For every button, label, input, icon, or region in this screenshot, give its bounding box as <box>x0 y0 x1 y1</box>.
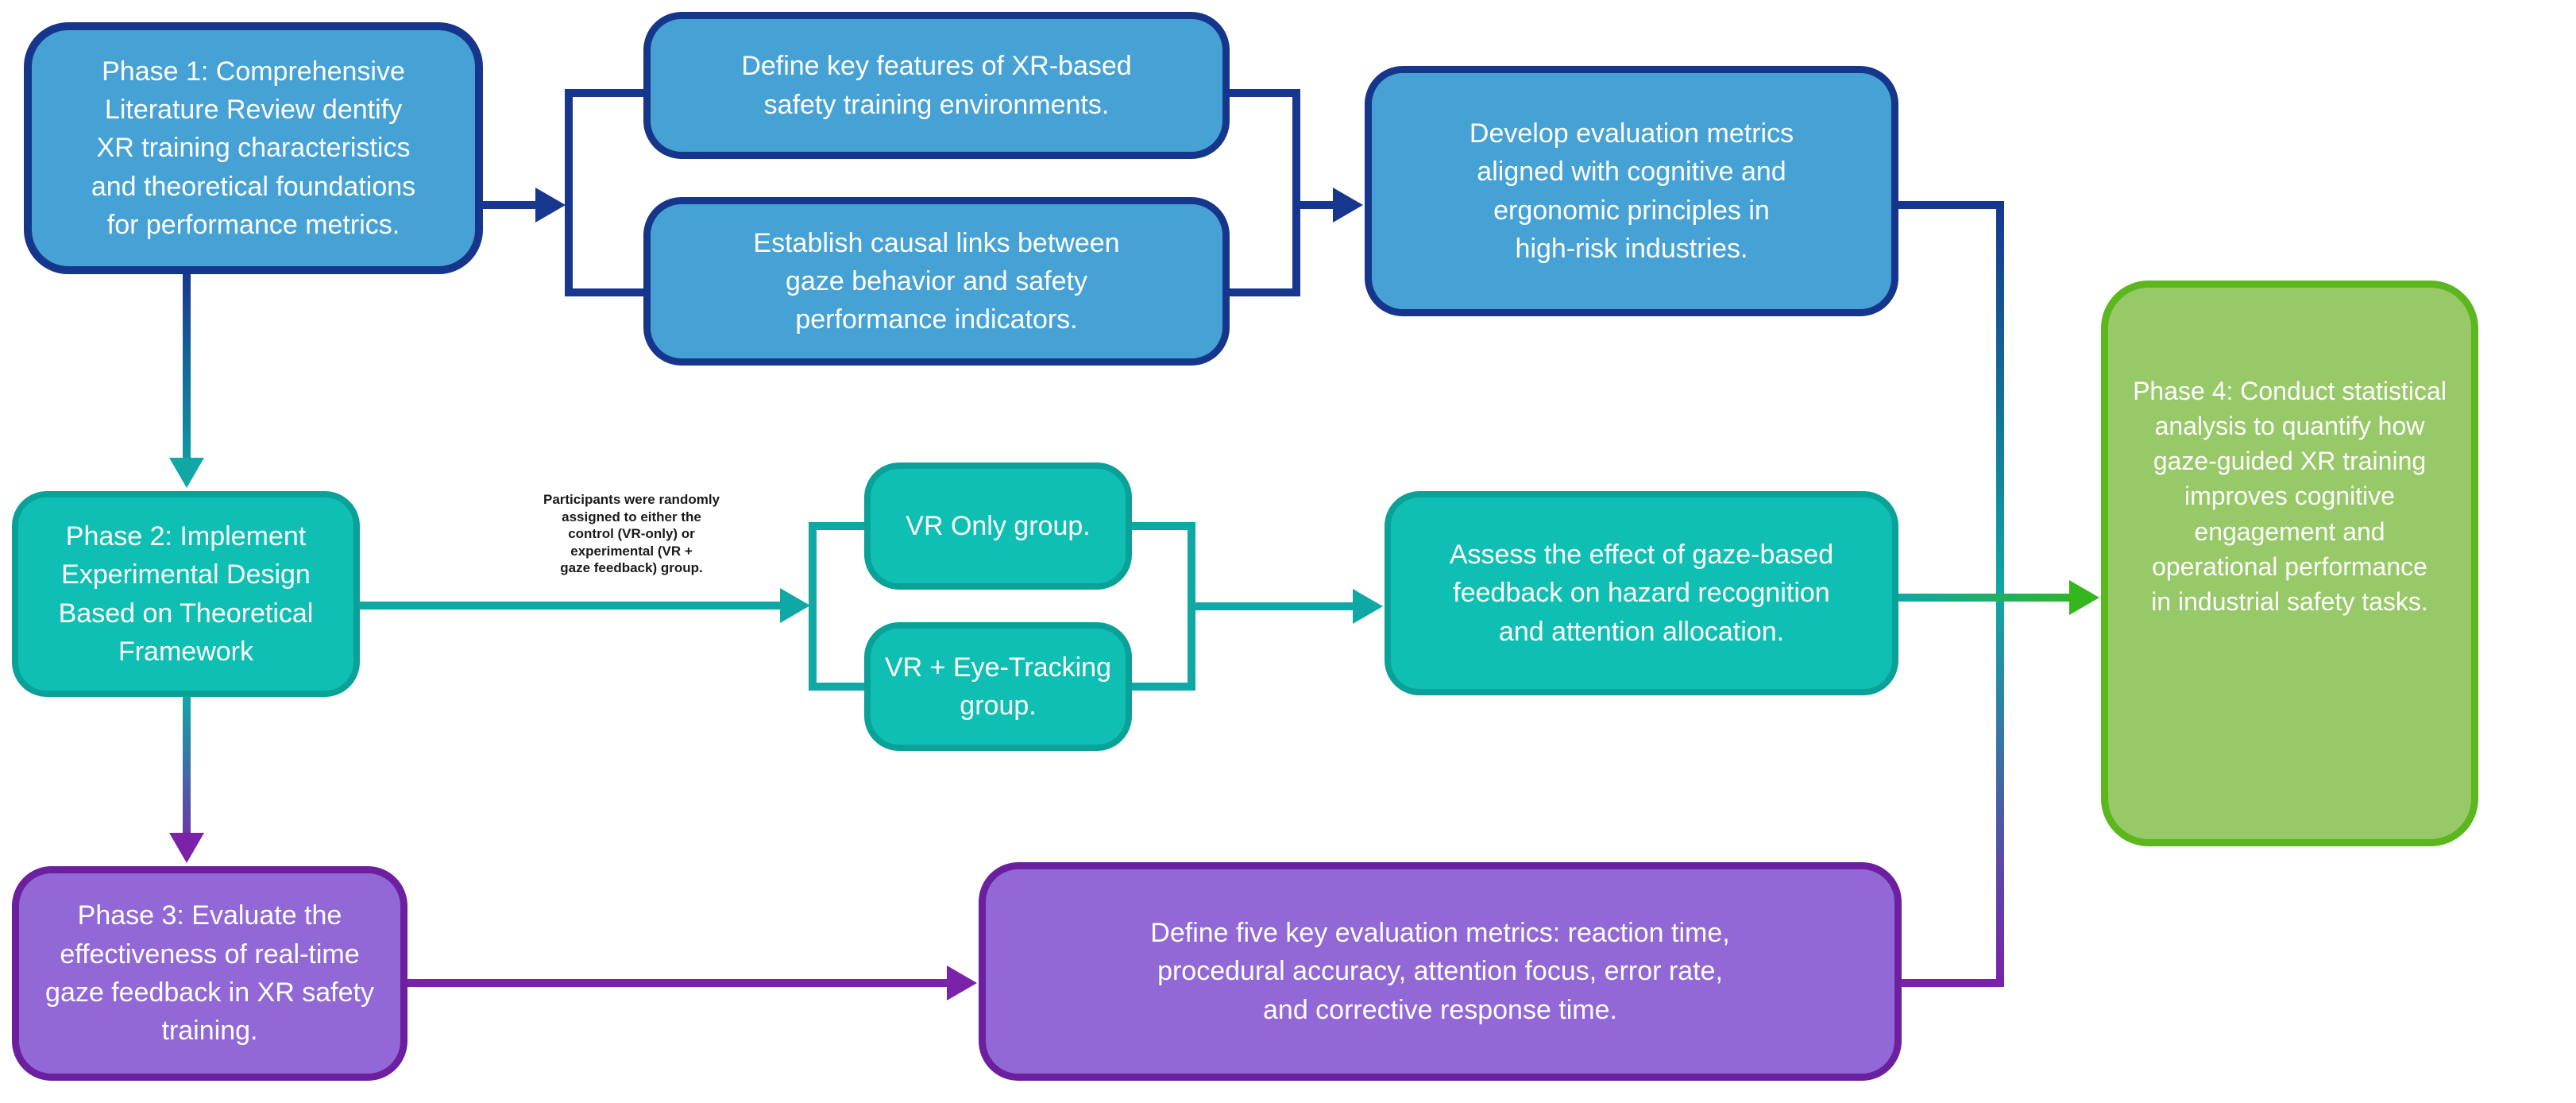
define-five-metrics-label: Define five key evaluation metrics: reac… <box>1150 918 1730 1025</box>
vr-eye-tracking-node: VR + Eye-Tracking group. <box>864 622 1132 751</box>
phase2-node: Phase 2: Implement Experimental Design B… <box>12 491 360 697</box>
vr-eye-tracking-label: VR + Eye-Tracking group. <box>885 652 1111 721</box>
assess-effect-label: Assess the effect of gaze-based feedback… <box>1449 540 1834 647</box>
branch-blue-split <box>565 89 643 296</box>
assess-effect-node: Assess the effect of gaze-based feedback… <box>1385 491 1898 695</box>
define-five-metrics-node: Define five key evaluation metrics: reac… <box>979 862 1902 1081</box>
random-assignment-annotation: Participants were randomly assigned to e… <box>512 475 751 593</box>
phase3-node: Phase 3: Evaluate the effectiveness of r… <box>12 866 407 1081</box>
arrowhead-vr-branch <box>780 588 810 623</box>
arrowhead-phase2 <box>169 458 204 488</box>
vr-only-label: VR Only group. <box>906 510 1091 541</box>
branch-blue-merge <box>1230 89 1300 296</box>
phase4-label: Phase 4: Conduct statistical analysis to… <box>2133 377 2447 616</box>
arrowhead-definefive <box>947 966 977 1000</box>
develop-metrics-label: Develop evaluation metrics aligned with … <box>1469 118 1794 264</box>
vr-only-node: VR Only group. <box>864 462 1132 590</box>
develop-metrics-node: Develop evaluation metrics aligned with … <box>1365 66 1898 316</box>
phase1-label: Phase 1: Comprehensive Literature Review… <box>91 56 416 240</box>
phase2-label: Phase 2: Implement Experimental Design B… <box>58 521 314 667</box>
establish-links-label: Establish causal links between gaze beha… <box>753 227 1120 335</box>
branch-teal-merge <box>1132 522 1195 691</box>
branch-teal-split <box>809 522 864 691</box>
arrowhead-phase1-branch <box>535 188 566 223</box>
arrowhead-phase3 <box>169 833 204 863</box>
phase4-node: Phase 4: Conduct statistical analysis to… <box>2101 281 2478 846</box>
establish-links-node: Establish causal links between gaze beha… <box>643 197 1230 366</box>
phase3-label: Phase 3: Evaluate the effectiveness of r… <box>45 900 374 1047</box>
arrowhead-phase4 <box>2069 580 2099 615</box>
arrowhead-assess <box>1353 589 1383 624</box>
arrowhead-develop <box>1333 188 1363 223</box>
phase1-node: Phase 1: Comprehensive Literature Review… <box>24 22 483 274</box>
define-features-label: Define key features of XR-based safety t… <box>741 51 1132 120</box>
random-assignment-text: Participants were randomly assigned to e… <box>543 492 720 576</box>
define-features-node: Define key features of XR-based safety t… <box>643 12 1230 159</box>
